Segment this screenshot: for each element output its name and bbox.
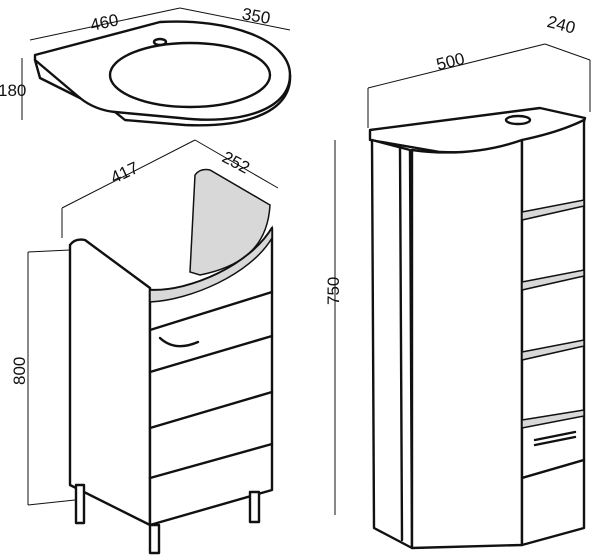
drawer-divider xyxy=(148,390,274,430)
vanity-side-panel xyxy=(68,238,152,527)
sink-height-label: 180 xyxy=(0,81,26,100)
door-edge xyxy=(398,145,404,542)
vanity-height-label: 800 xyxy=(10,357,29,385)
cabinet-width-label: 500 xyxy=(434,49,466,74)
vanity-width-label: 417 xyxy=(108,158,142,187)
vanity-width-dim-line xyxy=(61,139,196,209)
lower-drawer xyxy=(520,458,586,547)
sink-width-label: 460 xyxy=(88,10,120,34)
vanity-back-opening xyxy=(189,168,271,276)
wall-cabinet: 500 240 750 xyxy=(324,12,591,550)
vanity-leg xyxy=(74,483,86,525)
shelf xyxy=(521,339,585,361)
sink-depth-dim-line xyxy=(179,7,291,31)
towel-rail xyxy=(533,430,577,447)
cabinet-width-dim-line xyxy=(367,43,546,89)
sink-bowl-bottom xyxy=(113,73,292,127)
shelf xyxy=(521,409,585,429)
vanity-leg xyxy=(148,523,161,555)
sink-width-dim-line xyxy=(29,7,181,41)
extension-line xyxy=(27,249,71,253)
vanity-top-edge xyxy=(149,225,273,303)
cabinet-side xyxy=(370,138,414,550)
cabinet-height-label: 750 xyxy=(324,277,343,305)
extension-line xyxy=(27,499,76,506)
drawer-handle xyxy=(158,336,200,348)
shelf xyxy=(521,199,585,221)
sink-tap-hole xyxy=(152,37,168,47)
drawer-divider xyxy=(148,290,274,332)
sink-basin xyxy=(108,41,272,109)
cabinet-depth-dim-line xyxy=(544,43,591,61)
vanity-unit: 417 252 800 xyxy=(10,139,279,555)
vanity-depth-dim-line xyxy=(194,139,279,189)
sink: 460 350 180 xyxy=(0,4,292,127)
drawer-divider xyxy=(148,334,274,374)
sink-front-edge xyxy=(33,58,82,100)
cabinet-door xyxy=(410,138,524,550)
cabinet-depth-label: 240 xyxy=(545,12,577,38)
vanity-leg xyxy=(248,490,261,524)
drawer-divider xyxy=(148,442,274,480)
sink-depth-label: 350 xyxy=(241,4,272,28)
cabinet-top-hole xyxy=(504,114,532,126)
shelf xyxy=(521,269,585,291)
vanity-depth-label: 252 xyxy=(219,147,253,177)
